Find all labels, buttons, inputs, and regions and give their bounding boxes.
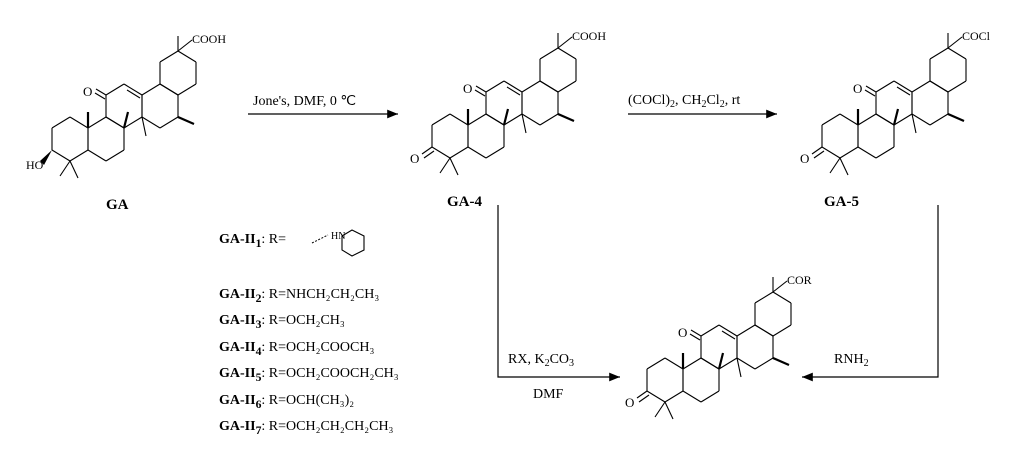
condition-step3-sub2: 3 xyxy=(569,358,575,369)
r-group-index: 6 xyxy=(255,397,262,411)
condition-step2-mid: , CH xyxy=(675,93,702,108)
condition-step4-sub: 2 xyxy=(863,358,869,369)
cyclohexyl-ring xyxy=(311,229,365,257)
molecule-ga: O xyxy=(40,36,197,179)
r-group-value: OCH₂CH₃ xyxy=(286,313,345,328)
condition-step2: (COCl)2, CH2Cl2, rt xyxy=(628,93,740,110)
r-group-index: 7 xyxy=(255,423,262,437)
condition-step3-sub: 2 xyxy=(544,358,550,369)
r-group-value: OCH₂CH₂CH₂CH₃ xyxy=(286,419,394,434)
condition-step3-reagents: RX, K2CO3 xyxy=(508,352,574,369)
condition-step2-pre: (COCl) xyxy=(628,93,670,108)
condition-step4-rnh: RNH xyxy=(834,352,864,367)
r-group-equals: : R= xyxy=(261,287,287,302)
arrow-step4 xyxy=(802,205,939,382)
condition-step3-rx: RX, K xyxy=(508,352,545,367)
r-group-item: GA-II4: R=OCH₂COOCH₃ xyxy=(219,340,374,358)
oxo-c3-label: O xyxy=(410,151,419,166)
r-group-index: 3 xyxy=(255,317,262,331)
oxo-c3-label: O xyxy=(800,151,809,166)
r-group-compound: GA-II xyxy=(219,340,256,355)
group-cooh-ga: COOH xyxy=(192,32,227,46)
molecule-ga-5: OO xyxy=(800,33,967,176)
r-group-hn-label: HN xyxy=(331,231,346,242)
r-group-compound: GA-II xyxy=(219,419,256,434)
group-cooh-ga-4: COOH xyxy=(572,29,607,43)
r-group-item: GA-II2: R=NHCH₂CH₂CH₃ xyxy=(219,287,379,305)
molecule-product: OO xyxy=(625,277,792,420)
condition-step3-solvent: DMF xyxy=(533,387,564,402)
group-cor-product: COR xyxy=(787,273,812,287)
r-group-compound: GA-II xyxy=(219,232,256,247)
r-group-value: NHCH₂CH₂CH₃ xyxy=(286,287,380,302)
condition-step2-post: , rt xyxy=(724,93,741,108)
condition-step2-sub2: 2 xyxy=(701,99,707,110)
oxo-c11-label: O xyxy=(463,81,472,96)
r-group-value: OCH₂COOCH₂CH₃ xyxy=(286,366,399,381)
r-group-value: OCH(CH₃)₂ xyxy=(286,393,355,408)
compound-label-ga: GA xyxy=(106,197,129,213)
r-group-index: 5 xyxy=(255,370,262,384)
r-group-compound: GA-II xyxy=(219,313,256,328)
arrow-step3 xyxy=(497,205,620,382)
molecule-ga-4: OO xyxy=(410,33,577,176)
r-group-equals: : R= xyxy=(261,232,287,247)
r-group-item: GA-II1: R= HN xyxy=(219,231,345,250)
oxo-c11-label: O xyxy=(853,81,862,96)
r-group-compound: GA-II xyxy=(219,393,256,408)
r-group-item: GA-II5: R=OCH₂COOCH₂CH₃ xyxy=(219,366,399,384)
compound-label-ga-4: GA-4 xyxy=(447,194,482,210)
r-group-item: GA-II3: R=OCH₂CH₃ xyxy=(219,313,345,331)
r-group-item: GA-II6: R=OCH(CH₃)₂ xyxy=(219,393,354,411)
r-group-index: 2 xyxy=(255,291,262,305)
oxo-c11-label: O xyxy=(678,325,687,340)
r-group-equals: : R= xyxy=(261,419,287,434)
r-group-equals: : R= xyxy=(261,313,287,328)
r-group-index: 1 xyxy=(255,236,262,250)
oxo-c3-label: O xyxy=(625,395,634,410)
r-group-equals: : R= xyxy=(261,366,287,381)
oxo-c11-label: O xyxy=(83,84,92,99)
group-cocl-ga-5: COCl xyxy=(962,29,991,43)
condition-step3-co: CO xyxy=(549,352,570,367)
r-group-item: GA-II7: R=OCH₂CH₂CH₂CH₃ xyxy=(219,419,393,437)
condition-step2-cl: Cl xyxy=(706,93,720,108)
group-ho-ga: HO xyxy=(26,158,44,172)
condition-step4: RNH2 xyxy=(834,352,869,369)
r-group-equals: : R= xyxy=(261,393,287,408)
r-group-value: OCH₂COOCH₃ xyxy=(286,340,375,355)
compound-label-ga-5: GA-5 xyxy=(824,194,859,210)
r-group-equals: : R= xyxy=(261,340,287,355)
r-group-index: 4 xyxy=(255,344,262,358)
condition-step2-sub3: 2 xyxy=(719,99,725,110)
condition-step1: Jone's, DMF, 0 ℃ xyxy=(253,94,357,109)
r-group-compound: GA-II xyxy=(219,366,256,381)
condition-step2-sub: 2 xyxy=(670,99,675,110)
r-group-compound: GA-II xyxy=(219,287,256,302)
